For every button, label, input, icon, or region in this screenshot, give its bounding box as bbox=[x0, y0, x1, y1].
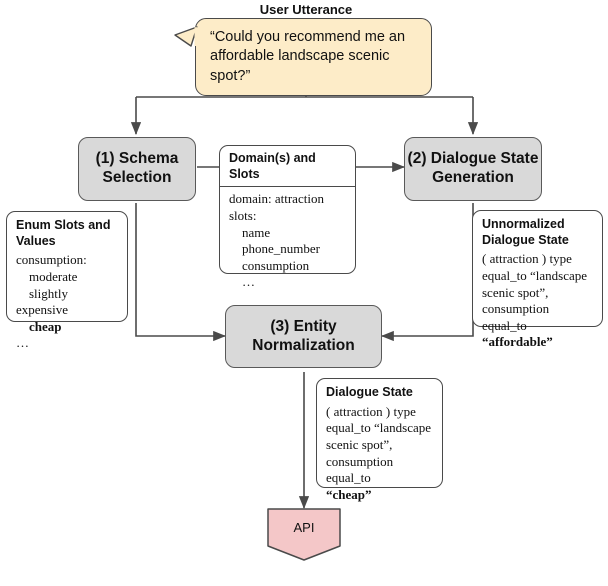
card-dialogue-state-body-pre: ( attraction ) type equal_to “landscape … bbox=[326, 403, 432, 486]
card-enum-slots-body-pre: consumption: moderate slightly expensive bbox=[16, 252, 87, 318]
card-domain-slots: Domain(s) and Slots domain: attraction s… bbox=[219, 145, 356, 289]
card-enum-slots-body-post: … bbox=[16, 335, 29, 351]
card-enum-slots: Enum Slots and Values consumption: moder… bbox=[6, 211, 128, 350]
card-enum-slots-highlight: cheap bbox=[29, 318, 62, 334]
card-enum-slots-title: Enum Slots and Values bbox=[16, 218, 111, 248]
card-domain-slots-title: Domain(s) and Slots bbox=[220, 146, 355, 188]
card-dialogue-state-highlight: “cheap” bbox=[326, 486, 372, 502]
card-dialogue-state-body: ( attraction ) type equal_to “landscape … bbox=[326, 404, 434, 504]
wire-generation-to-normalization bbox=[381, 203, 474, 342]
card-dialogue-state: Dialogue State ( attraction ) type equal… bbox=[316, 378, 443, 502]
api-node[interactable]: API bbox=[267, 508, 341, 561]
card-enum-slots-body: consumption: moderate slightly expensive… bbox=[16, 252, 119, 352]
wire-schema-to-normalization bbox=[135, 203, 226, 342]
api-label: API bbox=[293, 520, 315, 535]
card-unnormalized-body-pre: ( attraction ) type equal_to “landscape … bbox=[482, 251, 588, 333]
card-unnormalized-dialogue-state: Unnormalized Dialogue State ( attraction… bbox=[472, 210, 603, 349]
api-pentagon-icon bbox=[267, 508, 341, 561]
step-entity-normalization[interactable]: (3) Entity Normalization bbox=[225, 305, 382, 368]
step-schema-selection[interactable]: (1) Schema Selection bbox=[78, 137, 196, 201]
user-utterance-bubble: “Could you recommend me an affordable la… bbox=[174, 18, 432, 96]
card-unnormalized-highlight: “affordable” bbox=[482, 334, 553, 350]
card-unnormalized-title: Unnormalized Dialogue State bbox=[482, 217, 569, 247]
speech-tail-icon bbox=[174, 26, 198, 47]
card-dialogue-state-title: Dialogue State bbox=[326, 385, 413, 399]
page-title: User Utterance bbox=[259, 2, 353, 17]
card-domain-slots-body: domain: attraction slots: name phone_num… bbox=[229, 191, 324, 290]
card-unnormalized-body: ( attraction ) type equal_to “landscape … bbox=[482, 251, 594, 351]
utterance-bubble-body: “Could you recommend me an affordable la… bbox=[174, 18, 432, 96]
step-dialogue-state-generation[interactable]: (2) Dialogue State Generation bbox=[404, 137, 542, 201]
utterance-text: “Could you recommend me an affordable la… bbox=[210, 29, 406, 84]
